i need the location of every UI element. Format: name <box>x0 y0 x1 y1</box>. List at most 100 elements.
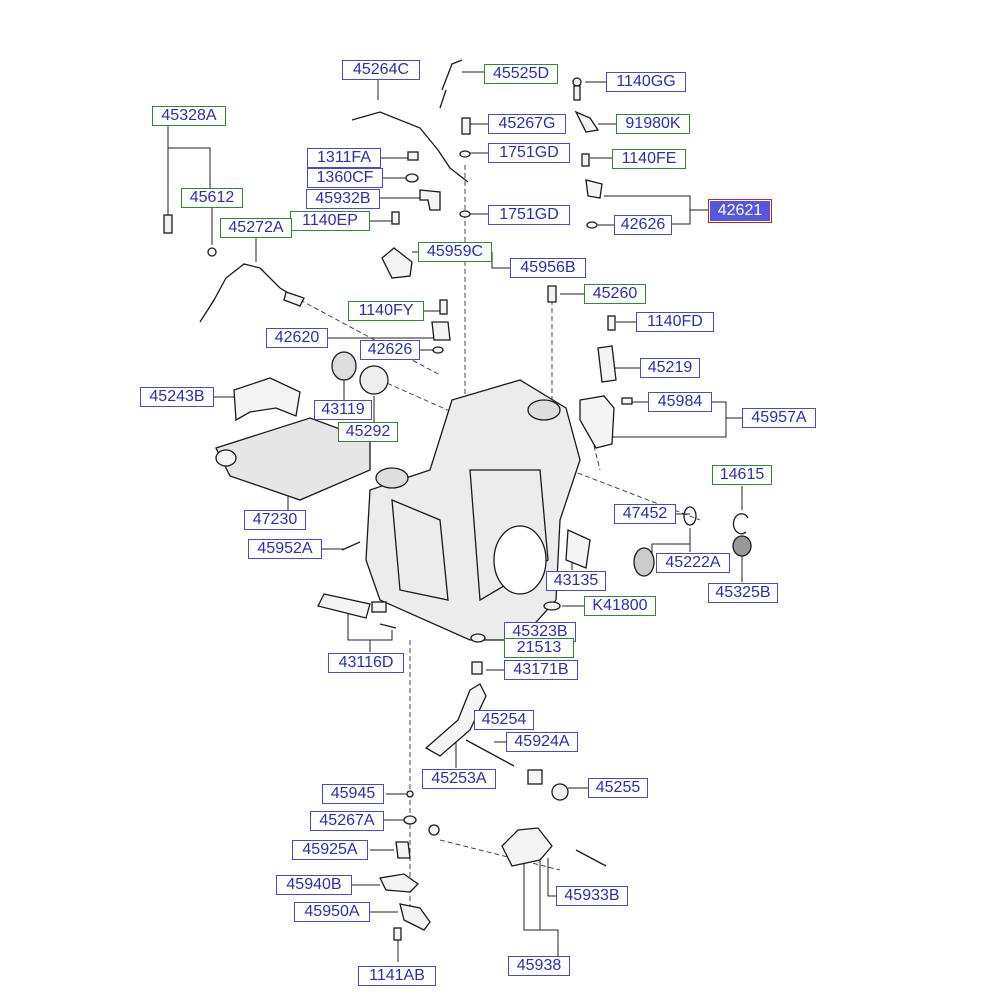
label-45325B[interactable]: 45325B <box>708 583 778 603</box>
label-45952A[interactable]: 45952A <box>248 539 322 559</box>
label-45323B[interactable]: 45323B <box>504 622 576 642</box>
leader-45328A <box>167 126 211 215</box>
label-43119[interactable]: 43119 <box>314 400 372 420</box>
leader-42620 <box>328 330 441 339</box>
label-1140FE[interactable]: 1140FE <box>612 149 686 169</box>
label-1140FY[interactable]: 1140FY <box>348 301 424 321</box>
label-45940B[interactable]: 45940B <box>276 875 352 895</box>
part-harness-45272A <box>199 263 301 323</box>
label-45938[interactable]: 45938 <box>508 956 570 976</box>
label-1751GD-a[interactable]: 1751GD <box>488 143 570 163</box>
part-harness-45264C <box>351 111 469 183</box>
axis-harness <box>299 299 441 376</box>
label-45925A[interactable]: 45925A <box>292 840 368 860</box>
label-45254[interactable]: 45254 <box>474 710 534 730</box>
part-oring-1751GD-a <box>459 150 471 158</box>
part-bolt-45260 <box>547 285 557 303</box>
label-45957A[interactable]: 45957A <box>742 408 816 428</box>
part-bolt-1140FE <box>581 153 590 167</box>
label-45253A[interactable]: 45253A <box>422 769 496 789</box>
part-gasket-21513 <box>470 633 486 643</box>
label-45933B[interactable]: 45933B <box>556 886 628 906</box>
part-filter-47230 <box>215 417 371 501</box>
label-45267G[interactable]: 45267G <box>488 114 566 134</box>
label-45924A[interactable]: 45924A <box>506 732 578 752</box>
part-bushing-45924A <box>527 769 543 785</box>
leader-45957A <box>612 401 742 438</box>
label-91980K[interactable]: 91980K <box>616 114 690 134</box>
label-1140FD[interactable]: 1140FD <box>636 312 714 332</box>
label-43116D[interactable]: 43116D <box>328 653 404 673</box>
part-bracket-43135 <box>565 529 591 569</box>
label-45612[interactable]: 45612 <box>181 188 243 208</box>
part-sensor-42621 <box>585 179 603 199</box>
label-1751GD-b[interactable]: 1751GD <box>488 205 570 225</box>
label-1360CF[interactable]: 1360CF <box>307 168 383 188</box>
part-bolt-45267G <box>461 117 471 135</box>
label-45328A[interactable]: 45328A <box>152 106 226 126</box>
label-45264C[interactable]: 45264C <box>342 60 420 80</box>
part-sensor-42620 <box>431 321 451 341</box>
part-washer-45267A <box>403 815 417 825</box>
parts <box>163 59 752 941</box>
label-45243B[interactable]: 45243B <box>140 387 214 407</box>
label-45292[interactable]: 45292 <box>338 422 398 442</box>
label-45255[interactable]: 45255 <box>588 778 648 798</box>
label-45525D[interactable]: 45525D <box>484 64 558 84</box>
part-connector-45272A <box>283 291 305 307</box>
part-bracket-91980K <box>574 110 600 133</box>
label-1140GG[interactable]: 1140GG <box>606 72 686 92</box>
label-45222A[interactable]: 45222A <box>656 553 730 573</box>
label-K41800[interactable]: K41800 <box>584 596 656 616</box>
label-45272A[interactable]: 45272A <box>220 218 292 238</box>
label-45984[interactable]: 45984 <box>648 392 712 412</box>
part-shift-45938 <box>501 827 553 867</box>
label-43135[interactable]: 43135 <box>546 571 606 591</box>
label-14615[interactable]: 14615 <box>712 465 772 485</box>
part-pin-45925A <box>395 841 411 859</box>
label-42626-b[interactable]: 42626 <box>360 340 420 360</box>
label-47452[interactable]: 47452 <box>614 504 676 524</box>
label-45219[interactable]: 45219 <box>640 358 700 378</box>
part-bolt-45984 <box>621 397 633 405</box>
part-clip-45219 <box>597 345 617 383</box>
label-1141AB[interactable]: 1141AB <box>358 966 436 986</box>
part-lever-45950A <box>399 903 431 931</box>
label-45932B[interactable]: 45932B <box>306 189 380 209</box>
leader-42621 <box>604 195 708 225</box>
part-lever-45940B <box>379 873 420 893</box>
label-43171B[interactable]: 43171B <box>504 660 578 680</box>
part-washer-1360CF <box>405 173 419 183</box>
label-45950A[interactable]: 45950A <box>294 902 370 922</box>
label-47230[interactable]: 47230 <box>244 510 306 530</box>
label-45945[interactable]: 45945 <box>322 784 384 804</box>
label-42620[interactable]: 42620 <box>266 328 328 348</box>
part-sensor-45932B <box>419 189 441 211</box>
part-oring-42626-a <box>586 221 598 229</box>
axis-diagonal-d <box>589 429 601 471</box>
part-bolt-1140FD <box>607 315 616 331</box>
part-bolt-1140GG <box>572 77 582 87</box>
part-bolt-1141AB <box>393 927 402 941</box>
part-shaft-45253A <box>465 739 515 767</box>
label-42621[interactable]: 42621 <box>708 199 772 223</box>
label-1311FA[interactable]: 1311FA <box>307 148 381 168</box>
part-oring-42626-b <box>432 346 444 354</box>
axis-diagonal-c <box>439 839 561 871</box>
label-45267A[interactable]: 45267A <box>310 811 384 831</box>
part-snapring-14615 <box>732 513 749 535</box>
part-plug-43171B <box>471 661 483 675</box>
label-45956B[interactable]: 45956B <box>510 258 586 278</box>
leader-45938 <box>523 860 559 956</box>
label-21513[interactable]: 21513 <box>504 638 574 658</box>
part-seal-45292 <box>359 365 389 395</box>
label-45260[interactable]: 45260 <box>584 284 646 304</box>
part-bolt-45328A <box>163 214 173 234</box>
label-42626-a[interactable]: 42626 <box>614 215 672 235</box>
label-45959C[interactable]: 45959C <box>418 242 492 262</box>
leader-43116D <box>347 614 393 652</box>
label-1140EP[interactable]: 1140EP <box>290 211 370 231</box>
part-bracket-45959C <box>381 247 413 279</box>
